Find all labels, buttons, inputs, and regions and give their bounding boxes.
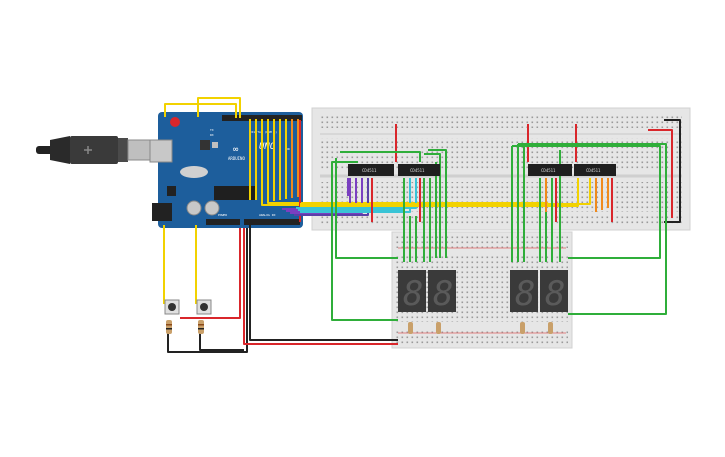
display-3[interactable]: 8 <box>510 270 538 314</box>
display-resistors <box>408 322 553 334</box>
digital-header-label: DIGITAL (PWM ~) <box>250 130 277 134</box>
chip-2[interactable]: CD4511 <box>398 164 440 176</box>
display-1[interactable]: 8 <box>398 270 426 314</box>
chip-3[interactable]: CD4511 <box>528 164 572 176</box>
wires <box>163 97 681 353</box>
push-button-1[interactable] <box>164 299 180 315</box>
display-digit: 8 <box>515 274 535 314</box>
display-digit: 8 <box>403 274 423 314</box>
chip-label: CD4511 <box>586 168 601 173</box>
push-buttons <box>164 299 212 334</box>
pulldown-resistor-2[interactable] <box>198 320 204 334</box>
reset-button[interactable] <box>170 117 180 127</box>
arduino-brand: ARDUINO <box>228 156 245 161</box>
chip-label: CD4511 <box>362 168 377 173</box>
display-digit: 8 <box>545 274 565 314</box>
push-button-2[interactable] <box>196 299 212 315</box>
display-digit: 8 <box>433 274 453 314</box>
display-4[interactable]: 8 <box>540 270 568 314</box>
analog-header-label: ANALOG IN <box>259 213 275 217</box>
rx-label: RX <box>210 133 214 137</box>
tx-label: TX <box>210 128 214 132</box>
decoder-chips: CD4511 CD4511 CD4511 CD4511 <box>348 164 616 176</box>
usb-cable <box>36 136 165 164</box>
chip-4[interactable]: CD4511 <box>574 164 616 176</box>
pulldown-resistor-1[interactable] <box>166 320 172 334</box>
seven-segment-displays: 8 8 8 8 <box>398 270 568 314</box>
power-header-label: POWER <box>218 213 227 217</box>
chip-label: CD4511 <box>410 168 425 173</box>
arduino-uno-board[interactable]: ∞ ARDUINO UNO DIGITAL (PWM ~) ANALOG IN … <box>149 112 303 228</box>
arduino-logo: ∞ <box>233 145 239 155</box>
on-label: ON <box>286 147 290 151</box>
chip-label: CD4511 <box>541 168 556 173</box>
chip-1[interactable]: CD4511 <box>348 164 394 176</box>
display-2[interactable]: 8 <box>428 270 456 314</box>
